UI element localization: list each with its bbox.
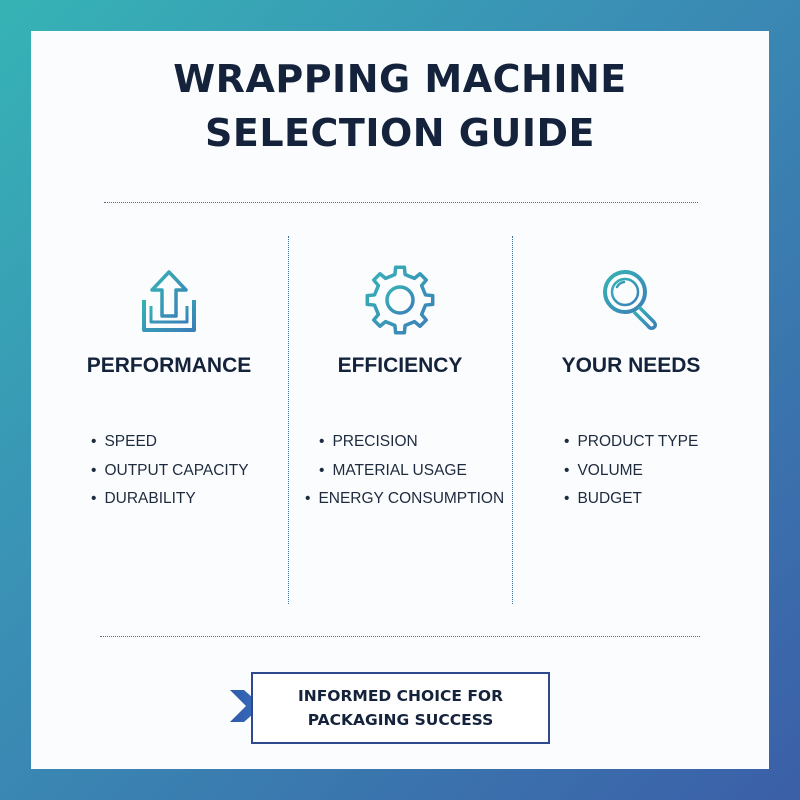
column-your-needs: YOUR NEEDS PRODUCT TYPE VOLUME BUDGET: [516, 230, 746, 610]
upload-arrow-icon: [142, 270, 196, 332]
list-item: SPEED: [91, 428, 249, 457]
page-title: WRAPPING MACHINE SELECTION GUIDE: [0, 52, 800, 160]
list-item: PRODUCT TYPE: [564, 428, 698, 457]
list-item: ENERGY CONSUMPTION: [305, 485, 504, 514]
list-item: VOLUME: [564, 457, 698, 486]
column-heading: PERFORMANCE: [86, 354, 252, 377]
column-heading: EFFICIENCY: [337, 354, 463, 377]
column-divider-1: [288, 236, 289, 604]
magnifier-icon: [603, 270, 658, 330]
gear-icon: [365, 265, 435, 335]
bullet-list: PRECISION MATERIAL USAGE ENERGY CONSUMPT…: [305, 428, 504, 514]
list-item: BUDGET: [564, 485, 698, 514]
bullet-list: PRODUCT TYPE VOLUME BUDGET: [564, 428, 698, 514]
gear-outline: [365, 265, 435, 335]
title-line-1: WRAPPING MACHINE: [173, 57, 627, 101]
list-item: OUTPUT CAPACITY: [91, 457, 248, 486]
top-divider: [104, 202, 698, 203]
list-item: PRECISION: [305, 428, 504, 457]
column-divider-2: [512, 236, 513, 604]
list-item: MATERIAL USAGE: [305, 457, 504, 486]
bottom-divider: [100, 636, 700, 637]
column-efficiency: EFFICIENCY PRECISION MATERIAL USAGE ENER…: [285, 230, 515, 610]
chevron-right-icon: [230, 690, 262, 722]
title-line-2: SELECTION GUIDE: [205, 111, 595, 155]
bullet-list: SPEED OUTPUT CAPACITY DURABILITY: [91, 428, 249, 514]
guide-card: [31, 31, 769, 769]
footer-line-2: PACKAGING SUCCESS: [307, 711, 494, 729]
column-performance: PERFORMANCE SPEED OUTPUT CAPACITY DURABI…: [54, 230, 284, 610]
footer-callout: INFORMED CHOICE FOR PACKAGING SUCCESS: [251, 672, 550, 744]
footer-line-1: INFORMED CHOICE FOR: [297, 687, 504, 705]
column-heading: YOUR NEEDS: [561, 354, 701, 377]
list-item: DURABILITY: [91, 485, 249, 514]
